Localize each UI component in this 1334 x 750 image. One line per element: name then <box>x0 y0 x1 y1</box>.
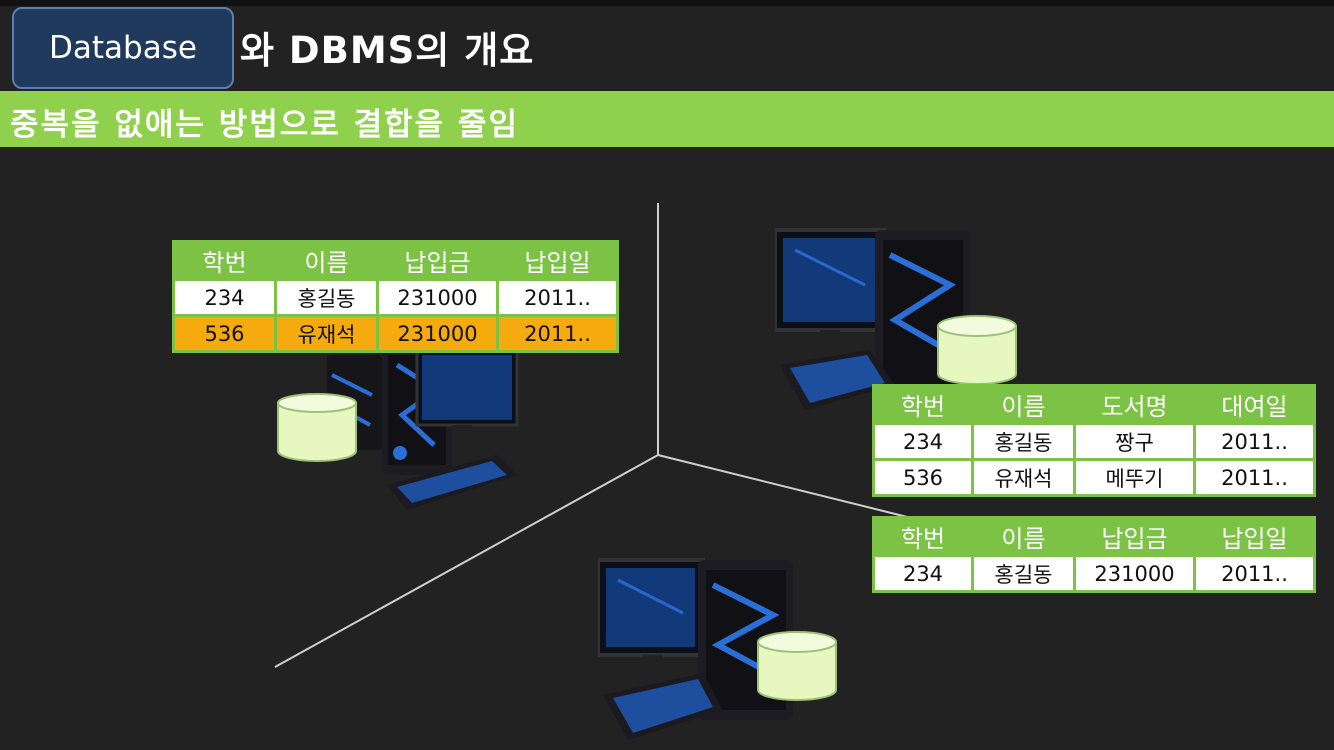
computer-tower-icon <box>327 345 519 510</box>
header-cell: 납입일 <box>499 243 616 278</box>
subtitle: 중복을 없애는 방법으로 결합을 줄임 <box>10 107 519 143</box>
table-cell: 2011.. <box>1196 557 1313 590</box>
header-cell: 학번 <box>875 519 971 554</box>
table-cell: 2011.. <box>1196 461 1313 494</box>
database-cylinder-icon <box>757 631 837 701</box>
database-cylinder-icon <box>937 315 1017 385</box>
table-cell: 메뚜기 <box>1076 461 1193 494</box>
table-cell: 유재석 <box>277 317 376 350</box>
table-cell: 홍길동 <box>974 425 1073 458</box>
table-cell: 2011.. <box>499 317 616 350</box>
computer-tower-icon <box>775 228 970 410</box>
table-header-row: 학번 이름 도서명 대여일 <box>875 387 1313 422</box>
table-cell: 231000 <box>379 281 496 314</box>
table-row: 234 홍길동 231000 2011.. <box>875 557 1313 590</box>
table-row: 234 홍길동 231000 2011.. <box>175 281 616 314</box>
table-cell: 231000 <box>379 317 496 350</box>
table-cell: 536 <box>875 461 971 494</box>
payments-table-right: 학번 이름 납입금 납입일 234 홍길동 231000 2011.. <box>872 516 1316 593</box>
top-edge <box>0 0 1334 6</box>
header-cell: 납입금 <box>379 243 496 278</box>
table-cell: 234 <box>875 425 971 458</box>
table-cell: 234 <box>175 281 274 314</box>
table-cell: 유재석 <box>974 461 1073 494</box>
title-badge: Database <box>12 7 234 89</box>
table-row: 536 유재석 메뚜기 2011.. <box>875 461 1313 494</box>
header-cell: 이름 <box>974 387 1073 422</box>
header-cell: 학번 <box>875 387 971 422</box>
header-cell: 대여일 <box>1196 387 1313 422</box>
table-cell: 536 <box>175 317 274 350</box>
table-cell: 231000 <box>1076 557 1193 590</box>
header-cell: 이름 <box>277 243 376 278</box>
table-cell: 2011.. <box>499 281 616 314</box>
table-header-row: 학번 이름 납입금 납입일 <box>175 243 616 278</box>
table-cell: 짱구 <box>1076 425 1193 458</box>
table-cell: 234 <box>875 557 971 590</box>
header-cell: 납입금 <box>1076 519 1193 554</box>
subtitle-bar: 중복을 없애는 방법으로 결합을 줄임 <box>0 91 1334 147</box>
table-header-row: 학번 이름 납입금 납입일 <box>875 519 1313 554</box>
table-row: 234 홍길동 짱구 2011.. <box>875 425 1313 458</box>
header-cell: 학번 <box>175 243 274 278</box>
title-badge-label: Database <box>49 30 197 66</box>
page-title: 와 DBMS의 개요 <box>240 29 535 72</box>
payments-table-left: 학번 이름 납입금 납입일 234 홍길동 231000 2011.. 536 … <box>172 240 619 353</box>
rental-table-right: 학번 이름 도서명 대여일 234 홍길동 짱구 2011.. 536 유재석 … <box>872 384 1316 497</box>
table-cell: 홍길동 <box>277 281 376 314</box>
table-cell: 2011.. <box>1196 425 1313 458</box>
table-row-highlighted: 536 유재석 231000 2011.. <box>175 317 616 350</box>
database-cylinder-icon <box>277 393 357 462</box>
header-cell: 이름 <box>974 519 1073 554</box>
table-cell: 홍길동 <box>974 557 1073 590</box>
header-cell: 납입일 <box>1196 519 1313 554</box>
header-cell: 도서명 <box>1076 387 1193 422</box>
